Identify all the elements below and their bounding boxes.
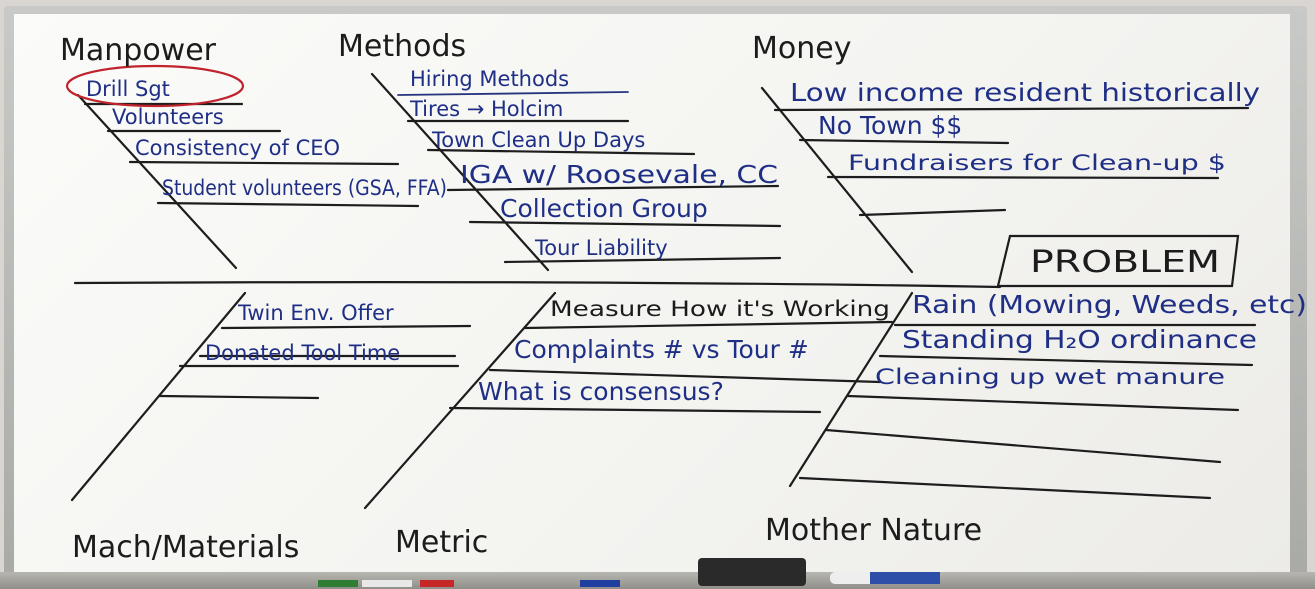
category-label-mother-nature: Mother Nature [765,513,982,548]
cause-fundraisers: Fundraisers for Clean-up $ [848,151,1226,175]
category-label-metric: Metric [395,525,488,560]
category-label-money: Money [752,31,851,66]
cause-what-is-consensus: What is consensus? [478,377,724,406]
highlight-circle [65,64,245,108]
category-label-manpower: Manpower [60,33,217,68]
rib [426,148,696,156]
cause-measure-how-its-working: Measure How it's Working [550,297,890,321]
cause-low-income: Low income resident historically [790,78,1260,107]
rib [826,175,1220,180]
eraser [698,558,806,586]
cause-volunteers: Volunteers [112,105,224,129]
category-label-methods: Methods [338,29,466,64]
rib [448,406,822,414]
rib [773,106,1250,112]
cause-consistency-of-ceo: Consistency of CEO [135,136,340,160]
rib [798,476,1212,500]
cause-tour-liability: Tour Liability [534,236,668,260]
rib [128,160,400,166]
rib [523,320,894,330]
cause-no-town-money: No Town $$ [818,111,962,140]
bone-mother-nature [788,291,914,488]
whiteboard [14,14,1290,573]
marker-white [362,580,412,587]
cause-twin-env-offer: Twin Env. Offer [237,301,394,325]
category-label-mach-materials: Mach/Materials [72,530,299,565]
bone-metric [363,291,557,510]
cause-standing-water-ordinance: Standing H₂O ordinance [902,325,1257,354]
rib [798,138,1010,145]
problem-box [996,234,1240,288]
cause-student-volunteers: Student volunteers (GSA, FFA) [162,176,447,200]
cause-town-clean-up-days: Town Clean Up Days [431,128,645,152]
cause-donated-tool-time: Donated Tool Time [205,341,400,365]
rib [468,220,782,228]
cause-cleaning-up-wet-manure: Cleaning up wet manure [875,365,1225,389]
rib [397,91,629,96]
marker-green [318,580,358,587]
rib [446,184,780,192]
cause-drill-sgt: Drill Sgt [86,77,170,101]
marker-red [420,580,454,587]
bone-methods [370,72,550,272]
cause-iga: IGA w/ Roosevale, CC [460,160,778,189]
rib [878,354,1254,367]
rib [488,368,882,384]
problem-box-left [996,234,1012,288]
cause-rain: Rain (Mowing, Weeds, etc) [912,290,1307,319]
rib [158,394,320,400]
marker-blue [580,580,620,587]
problem-label: PROBLEM [1030,245,1220,280]
bone-mach-materials [70,291,247,502]
rib [156,201,420,208]
rib [858,208,1007,217]
cause-tires-holcim: Tires → Holcim [409,97,563,121]
rib [824,428,1222,464]
rib [220,324,472,330]
spine-line [73,281,1002,289]
cause-hiring-methods: Hiring Methods [410,67,569,91]
rib [846,394,1240,412]
spray-bottle-label [870,572,940,584]
bone-money [760,86,914,274]
cause-collection-group: Collection Group [500,194,708,223]
cause-complaints-vs-tour: Complaints # vs Tour # [514,335,809,364]
rib [503,256,782,264]
bone-manpower [76,93,238,270]
